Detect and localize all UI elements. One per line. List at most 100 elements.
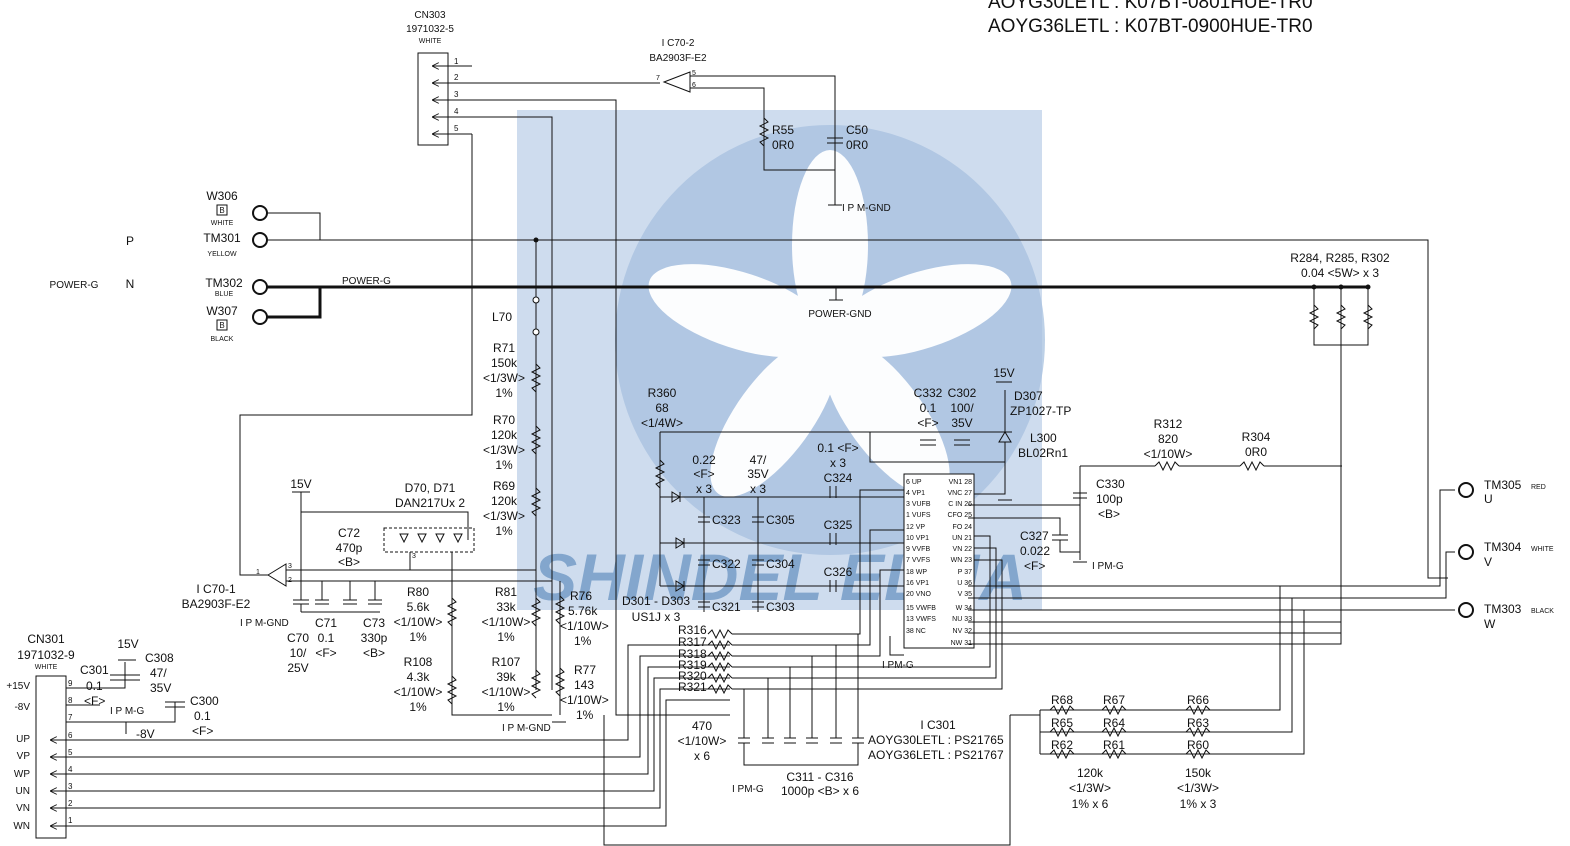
tm302-net-left: POWER-G bbox=[50, 280, 99, 291]
w306-color: WHITE bbox=[211, 220, 234, 227]
ic301-lpin-12: 13 VWFS bbox=[906, 616, 936, 623]
c72-value: 470p bbox=[336, 541, 363, 555]
c332-value: 0.1 bbox=[920, 401, 937, 415]
ic301-lpin-1: 4 VP1 bbox=[906, 490, 925, 497]
c70-ref: C70 bbox=[287, 631, 309, 645]
ic301-rpin-12: NU 33 bbox=[952, 616, 972, 623]
c308-voltage: 35V bbox=[150, 681, 171, 695]
cn303-part: 1971032-5 bbox=[406, 24, 454, 35]
ipm-g-c311: I PM-G bbox=[732, 784, 764, 795]
tm302-line: N bbox=[126, 277, 135, 291]
r81-rating: <1/10W> bbox=[482, 615, 531, 629]
r55-value: 0R0 bbox=[772, 138, 794, 152]
r76-value: 5.76k bbox=[568, 604, 598, 618]
ic301-lpin-10: 20 VNO bbox=[906, 591, 931, 598]
c311-value: 1000p <B> x 6 bbox=[781, 784, 859, 798]
r77-value: 143 bbox=[574, 678, 594, 692]
r80-value: 5.6k bbox=[407, 600, 431, 614]
ic301-variant-2: AOYG36LETL : PS21767 bbox=[868, 748, 1004, 762]
d70-pin-3: 3 bbox=[412, 553, 416, 560]
d301-ref: D301 - D303 bbox=[622, 594, 690, 608]
r317-ref: R317 bbox=[678, 635, 707, 649]
ic301-lpin-13: 38 NC bbox=[906, 628, 926, 635]
r69-tol: 1% bbox=[495, 524, 513, 538]
cn301-pin-5: 5 bbox=[68, 748, 73, 757]
c71-value: 0.1 bbox=[318, 631, 335, 645]
c308-value: 47/ bbox=[150, 666, 167, 680]
ic301-rpin-10: V 35 bbox=[958, 591, 973, 598]
cn303-pin-4: 4 bbox=[454, 107, 459, 116]
terminal-tm305: TM305 RED U bbox=[1458, 478, 1546, 506]
r60-ref: R60 bbox=[1187, 738, 1209, 752]
terminal-tm301: P TM301 YELLOW bbox=[126, 231, 268, 258]
ic70-1-part: BA2903F-E2 bbox=[182, 597, 251, 611]
r69-rating: <1/3W> bbox=[483, 509, 525, 523]
shunt-value: 0.04 <5W> x 3 bbox=[1301, 266, 1379, 280]
r304-value: 0R0 bbox=[1245, 445, 1267, 459]
r107-tol: 1% bbox=[497, 700, 515, 714]
cn303-pin-3: 3 bbox=[454, 90, 459, 99]
tm305-color: RED bbox=[1531, 484, 1546, 491]
cn301-sig-15v: +15V bbox=[6, 681, 30, 692]
c72-ref: C72 bbox=[338, 526, 360, 540]
r55-ref: R55 bbox=[772, 123, 794, 137]
r319-ref: R319 bbox=[678, 658, 707, 672]
gate-res-value: 470 bbox=[692, 719, 712, 733]
c71-ref: C71 bbox=[315, 616, 337, 630]
cn301-sig-un: UN bbox=[16, 786, 30, 797]
terminal-w306: W306 B WHITE bbox=[206, 189, 268, 227]
rdiv-b-tol: 1% x 3 bbox=[1180, 797, 1217, 811]
c308-supply: 15V bbox=[117, 637, 138, 651]
cn301-pin-2: 2 bbox=[68, 799, 73, 808]
ic301-rpin-13: NV 32 bbox=[953, 628, 973, 635]
cn301-name: CN301 bbox=[27, 632, 65, 646]
ipm-g-ic-label: I PM-G bbox=[882, 660, 914, 671]
ic301-lpin-2: 3 VUFB bbox=[906, 501, 931, 508]
d307-ref: D307 bbox=[1014, 389, 1043, 403]
r80-tol: 1% bbox=[409, 630, 427, 644]
r360-rating: <1/4W> bbox=[641, 416, 683, 430]
r65-ref: R65 bbox=[1051, 716, 1073, 730]
cn301-sig-wn: WN bbox=[13, 821, 30, 832]
ipm-g-cn-label: I P M-G bbox=[110, 706, 144, 717]
ic301-rpin-8: P 37 bbox=[958, 569, 972, 576]
c326-label: C326 bbox=[824, 565, 853, 579]
l300-ref: L300 bbox=[1030, 431, 1057, 445]
ic301-lpin-6: 9 VVFB bbox=[906, 546, 930, 553]
shunt-ref: R284, R285, R302 bbox=[1290, 251, 1390, 265]
r69-ref: R69 bbox=[493, 479, 515, 493]
model-line-1: AOYG30LETL : K07BT-0801HUE-TR0 bbox=[988, 0, 1313, 13]
c321-label: C321 bbox=[712, 600, 741, 614]
ic301-name: I C301 bbox=[920, 718, 956, 732]
ic301-rpin-5: UN 21 bbox=[952, 535, 972, 542]
l70-label: L70 bbox=[492, 310, 512, 324]
c01-value: 0.1 <F> bbox=[817, 441, 858, 455]
r62-ref: R62 bbox=[1051, 738, 1073, 752]
r321-ref: R321 bbox=[678, 680, 707, 694]
cn301-color: WHITE bbox=[35, 664, 58, 671]
minus-8v-label: -8V bbox=[136, 727, 155, 741]
r71-value: 150k bbox=[491, 356, 518, 370]
c70-voltage: 25V bbox=[287, 661, 308, 675]
c-boot-small-qty: x 3 bbox=[696, 482, 712, 496]
c-boot-small-value: 0.22 bbox=[692, 453, 716, 467]
r304-ref: R304 bbox=[1242, 430, 1271, 444]
gate-res-qty: x 6 bbox=[694, 749, 710, 763]
c327-ref: C327 bbox=[1020, 529, 1049, 543]
terminal-tm303: TM303 BLACK W bbox=[1458, 602, 1554, 631]
r107-rating: <1/10W> bbox=[482, 685, 531, 699]
c330-type: <B> bbox=[1098, 507, 1120, 521]
ic70-1-name: I C70-1 bbox=[196, 582, 236, 596]
tm305-phase: U bbox=[1484, 492, 1493, 506]
tm304-phase: V bbox=[1484, 555, 1492, 569]
c301-ref: C301 bbox=[80, 663, 109, 677]
r108-rating: <1/10W> bbox=[394, 685, 443, 699]
r71-tol: 1% bbox=[495, 386, 513, 400]
ic301-rpin-9: U 36 bbox=[957, 580, 972, 587]
caps-c311-c316: C311 - C316 1000p <B> x 6 I PM-G bbox=[732, 634, 864, 798]
c73-type: <B> bbox=[363, 646, 385, 660]
ic301-variant-1: AOYG30LETL : PS21765 bbox=[868, 733, 1004, 747]
gate-resistors: R316 R317 R318 R319 R320 R321 470 <1/10W… bbox=[678, 623, 733, 763]
tm304-name: TM304 bbox=[1484, 540, 1522, 554]
r360-ref: R360 bbox=[648, 386, 677, 400]
